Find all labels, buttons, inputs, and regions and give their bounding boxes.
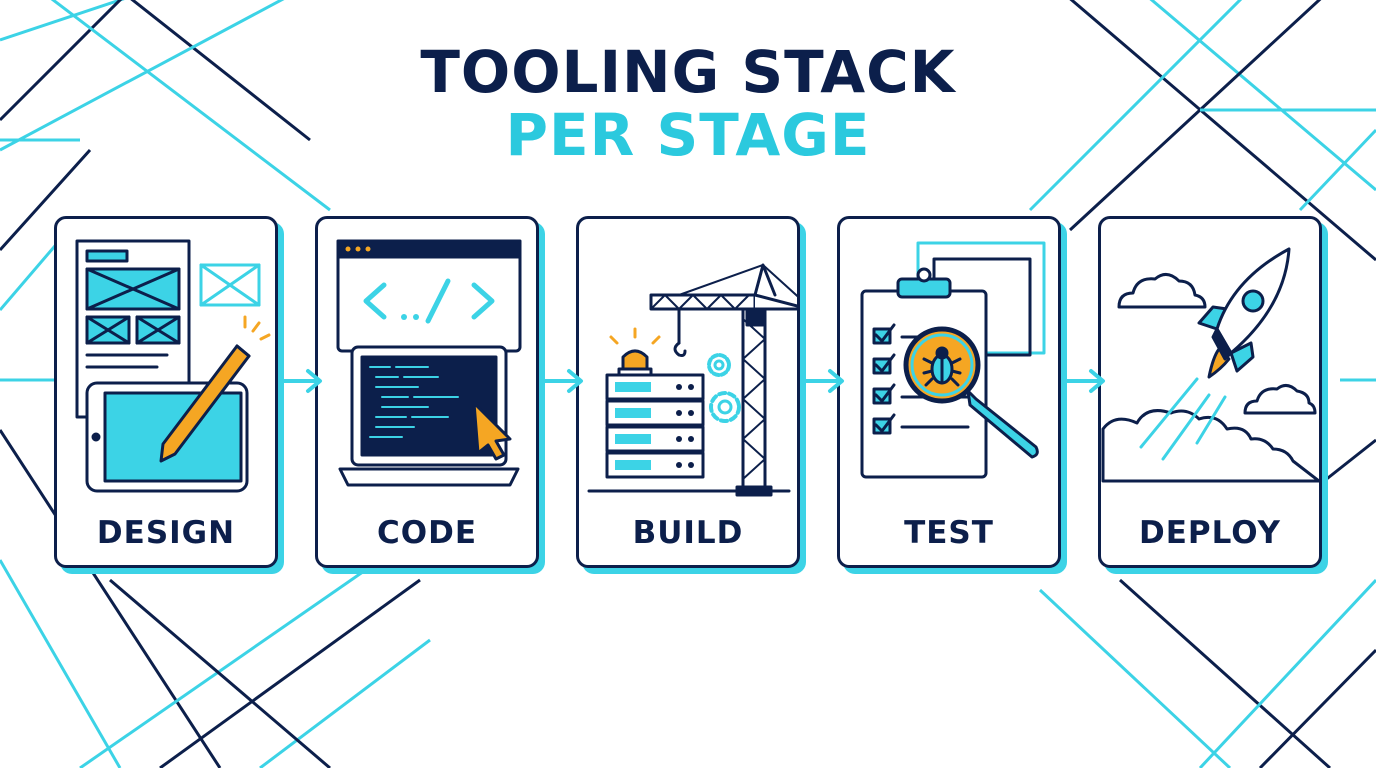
arrow-right-icon [278, 369, 322, 393]
title-line-1: TOOLING STACK [420, 38, 956, 106]
stage-label: DESIGN [96, 515, 236, 551]
code-browser-laptop-cursor-icon [336, 239, 522, 487]
stage-card-design: DESIGN [54, 216, 278, 568]
stage-label: TEST [904, 515, 994, 551]
stage-label: CODE [376, 515, 477, 551]
design-wireframe-tablet-pencil-icon [75, 239, 271, 493]
arrow-right-icon [539, 369, 583, 393]
stage-label: DEPLOY [1139, 515, 1281, 551]
test-checklist-bug-magnifier-icon [860, 241, 1046, 479]
deploy-rocket-clouds-icon [1101, 247, 1319, 483]
arrow-right-icon [1061, 369, 1105, 393]
stage-card-code: CODE [315, 216, 539, 568]
stage-card-deploy: DEPLOY [1098, 216, 1322, 568]
title-line-2: PER STAGE [505, 101, 871, 169]
stage-card-build: BUILD [576, 216, 800, 568]
stage-label: BUILD [632, 515, 744, 551]
arrow-right-icon [800, 369, 844, 393]
build-server-crane-gears-icon [587, 263, 797, 497]
stage-card-test: TEST [837, 216, 1061, 568]
